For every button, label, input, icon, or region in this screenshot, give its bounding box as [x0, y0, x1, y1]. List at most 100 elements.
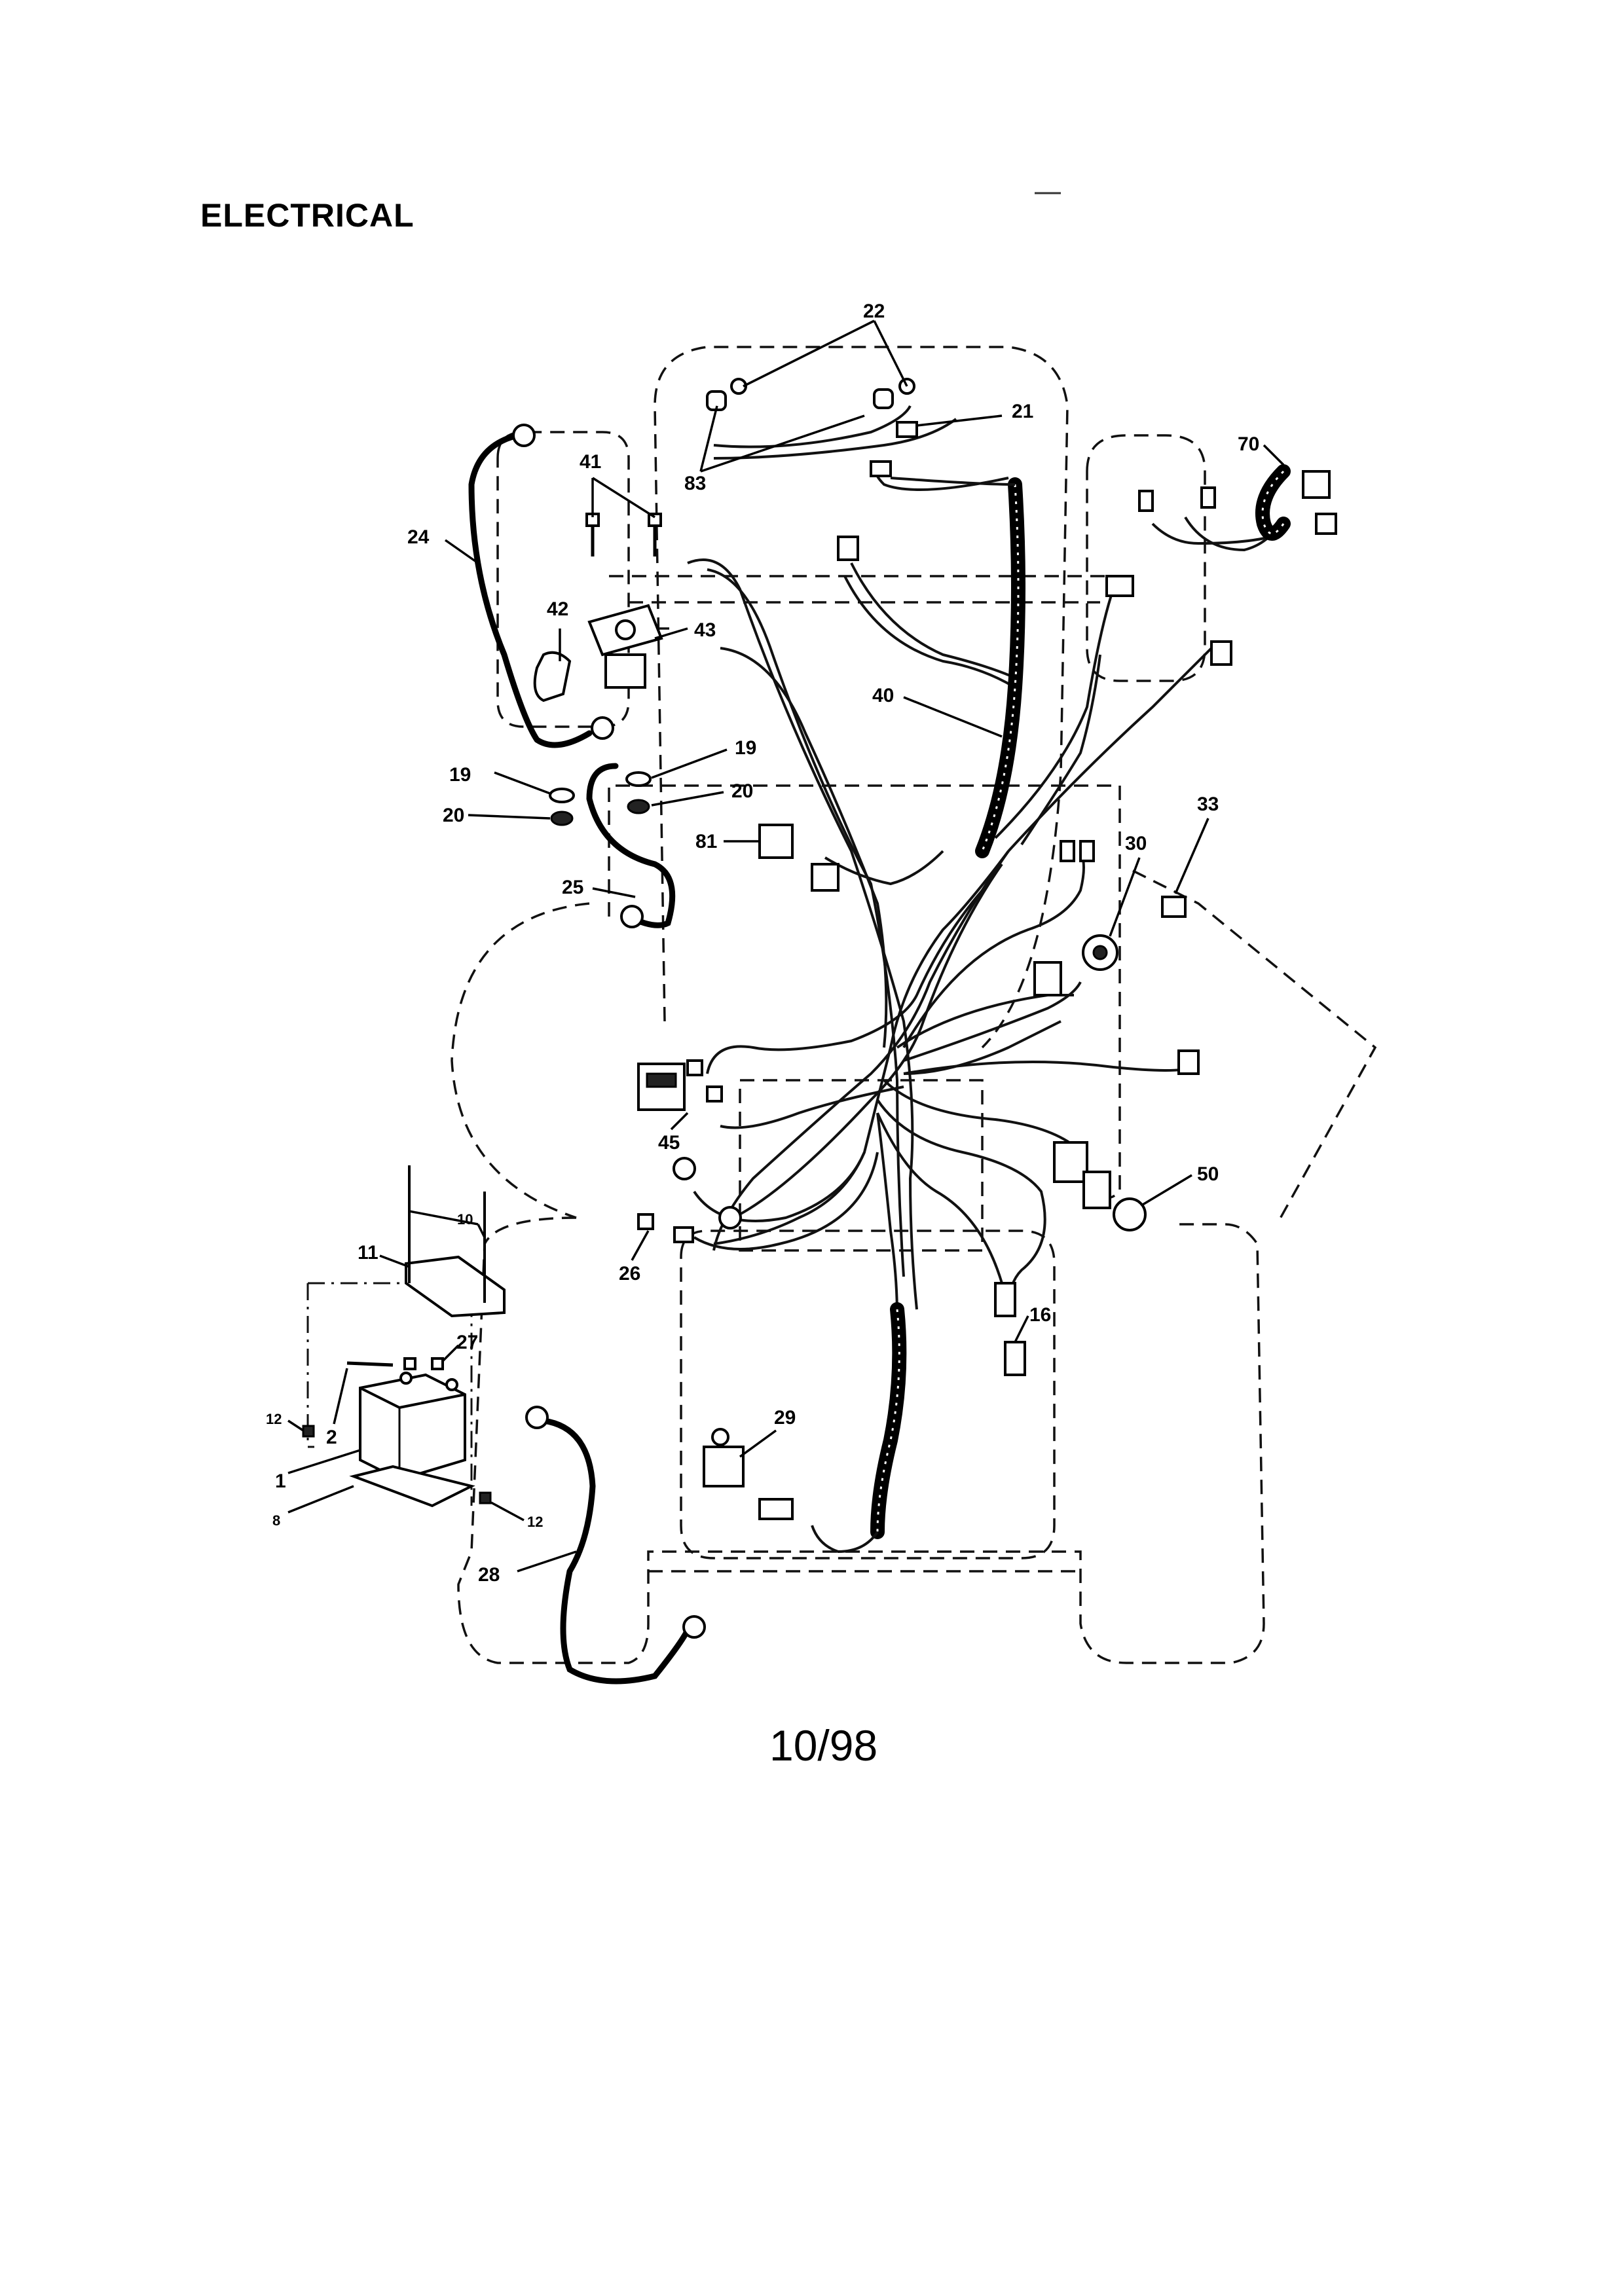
callout-19-left: 19	[449, 764, 471, 786]
ignition-switch-key	[1092, 945, 1108, 960]
leader-50	[1142, 1174, 1192, 1206]
leader-22	[743, 319, 908, 388]
components	[302, 378, 1337, 1520]
fuse-26	[637, 1213, 654, 1230]
callout-16: 16	[1029, 1304, 1051, 1326]
harness-wire-26	[903, 1020, 1061, 1075]
harness-wire-11	[883, 1079, 1075, 1147]
harness-wire-23	[713, 405, 912, 448]
switch-50-body	[1082, 1171, 1111, 1209]
center-console-outline	[739, 1079, 984, 1252]
headlight-socket-right	[873, 388, 894, 409]
battery-cables	[468, 424, 706, 1685]
harness-wire-27	[824, 850, 944, 886]
battery-post-positive	[399, 1372, 413, 1385]
wiring-harness-wires	[687, 405, 1285, 1317]
callout-50: 50	[1197, 1163, 1219, 1185]
leader-8	[287, 1485, 354, 1514]
leader-28	[517, 1550, 577, 1573]
harness-wire-9	[903, 981, 1082, 1062]
nut-27b	[431, 1357, 444, 1370]
harness-wire-4	[693, 850, 1010, 1222]
seat-switch-connector	[758, 1498, 794, 1520]
callout-2: 2	[326, 1427, 337, 1448]
plug-70-left	[1138, 490, 1154, 512]
cable-25	[586, 763, 676, 928]
connector-center-a	[686, 1059, 703, 1076]
leader-43	[654, 627, 688, 640]
nut-12-left	[302, 1425, 315, 1438]
cable-25-ring-terminal	[620, 905, 644, 928]
callout-labels: 22 21 83 70 41 24 42 43 40 19 19 20 20 8…	[266, 301, 1259, 1586]
callout-43: 43	[694, 619, 716, 641]
callout-20-left: 20	[443, 805, 464, 826]
connector-16-a	[994, 1282, 1016, 1317]
harness-wire-1	[687, 558, 918, 1310]
callout-40: 40	[872, 685, 894, 706]
right-front-wheel-outline	[1132, 869, 1377, 1225]
cable-28-ring-terminal-upper	[525, 1406, 549, 1429]
coil-texture-70	[1261, 470, 1285, 535]
harness-wire-3	[720, 647, 888, 1048]
plug-70-right	[1200, 486, 1216, 509]
bolt-41-right-head	[648, 513, 662, 527]
callout-33: 33	[1197, 793, 1219, 815]
leader-2	[333, 1368, 348, 1425]
harness-wire-24	[1151, 522, 1271, 545]
left-front-wheel-outline	[451, 902, 590, 1219]
coil-lower-tail	[811, 1525, 879, 1554]
callout-12-left: 12	[266, 1411, 282, 1427]
leader-21	[916, 414, 1003, 427]
callout-81: 81	[695, 831, 717, 852]
callout-1: 1	[275, 1470, 286, 1492]
connector-small-30a	[1060, 840, 1075, 862]
leader-70	[1263, 444, 1285, 466]
harness-wire-5	[712, 850, 1010, 1251]
harness-wire-16	[1007, 640, 1219, 852]
cable-24-ring-terminal-upper	[512, 424, 536, 447]
leader-25	[592, 887, 636, 898]
connector-right-lower	[1210, 640, 1232, 666]
hood-outline	[654, 346, 1069, 1049]
page-title: ELECTRICAL	[200, 197, 415, 234]
leader-lines	[287, 319, 1285, 1573]
leader-41	[591, 477, 655, 519]
leader-1	[287, 1449, 361, 1474]
harness-wire-7	[706, 889, 984, 1074]
battery-tray-8	[349, 1465, 475, 1508]
relay-81	[758, 824, 794, 859]
switch-33	[1161, 896, 1187, 918]
harness-wire-28	[720, 1085, 904, 1129]
harness-wire-8	[896, 994, 1074, 1049]
callout-26: 26	[619, 1263, 640, 1285]
callout-25: 25	[562, 877, 583, 898]
callout-20-right: 20	[731, 780, 753, 802]
leader-40	[903, 696, 1003, 738]
coil-sleeve-lower	[870, 1302, 907, 1539]
harness-wire-17	[994, 589, 1115, 839]
coil-texture-lower	[876, 1309, 900, 1533]
callout-24: 24	[407, 526, 430, 548]
nut-27a	[403, 1357, 416, 1370]
nut-12-right	[479, 1491, 492, 1504]
harness-wire-29	[713, 1152, 866, 1245]
harness-wire-19	[850, 562, 1022, 682]
cable-28	[540, 1417, 691, 1685]
leader-27	[441, 1344, 460, 1363]
callout-12-right: 12	[527, 1514, 543, 1530]
callout-83: 83	[684, 473, 706, 494]
harness-wire-6	[733, 863, 1003, 1219]
callout-21: 21	[1012, 401, 1033, 422]
connector-70-b	[1315, 513, 1337, 535]
connector-70	[1302, 470, 1331, 499]
nut-20-left	[550, 811, 574, 826]
callout-11: 11	[358, 1242, 378, 1264]
callout-29: 29	[774, 1407, 796, 1429]
connector-21	[896, 421, 918, 438]
leader-16	[1014, 1315, 1029, 1343]
solenoid-terminal	[615, 619, 636, 640]
headlight-bulb-left	[730, 378, 747, 395]
callout-27: 27	[456, 1332, 478, 1353]
cable-28-ring-terminal-lower	[682, 1615, 706, 1639]
